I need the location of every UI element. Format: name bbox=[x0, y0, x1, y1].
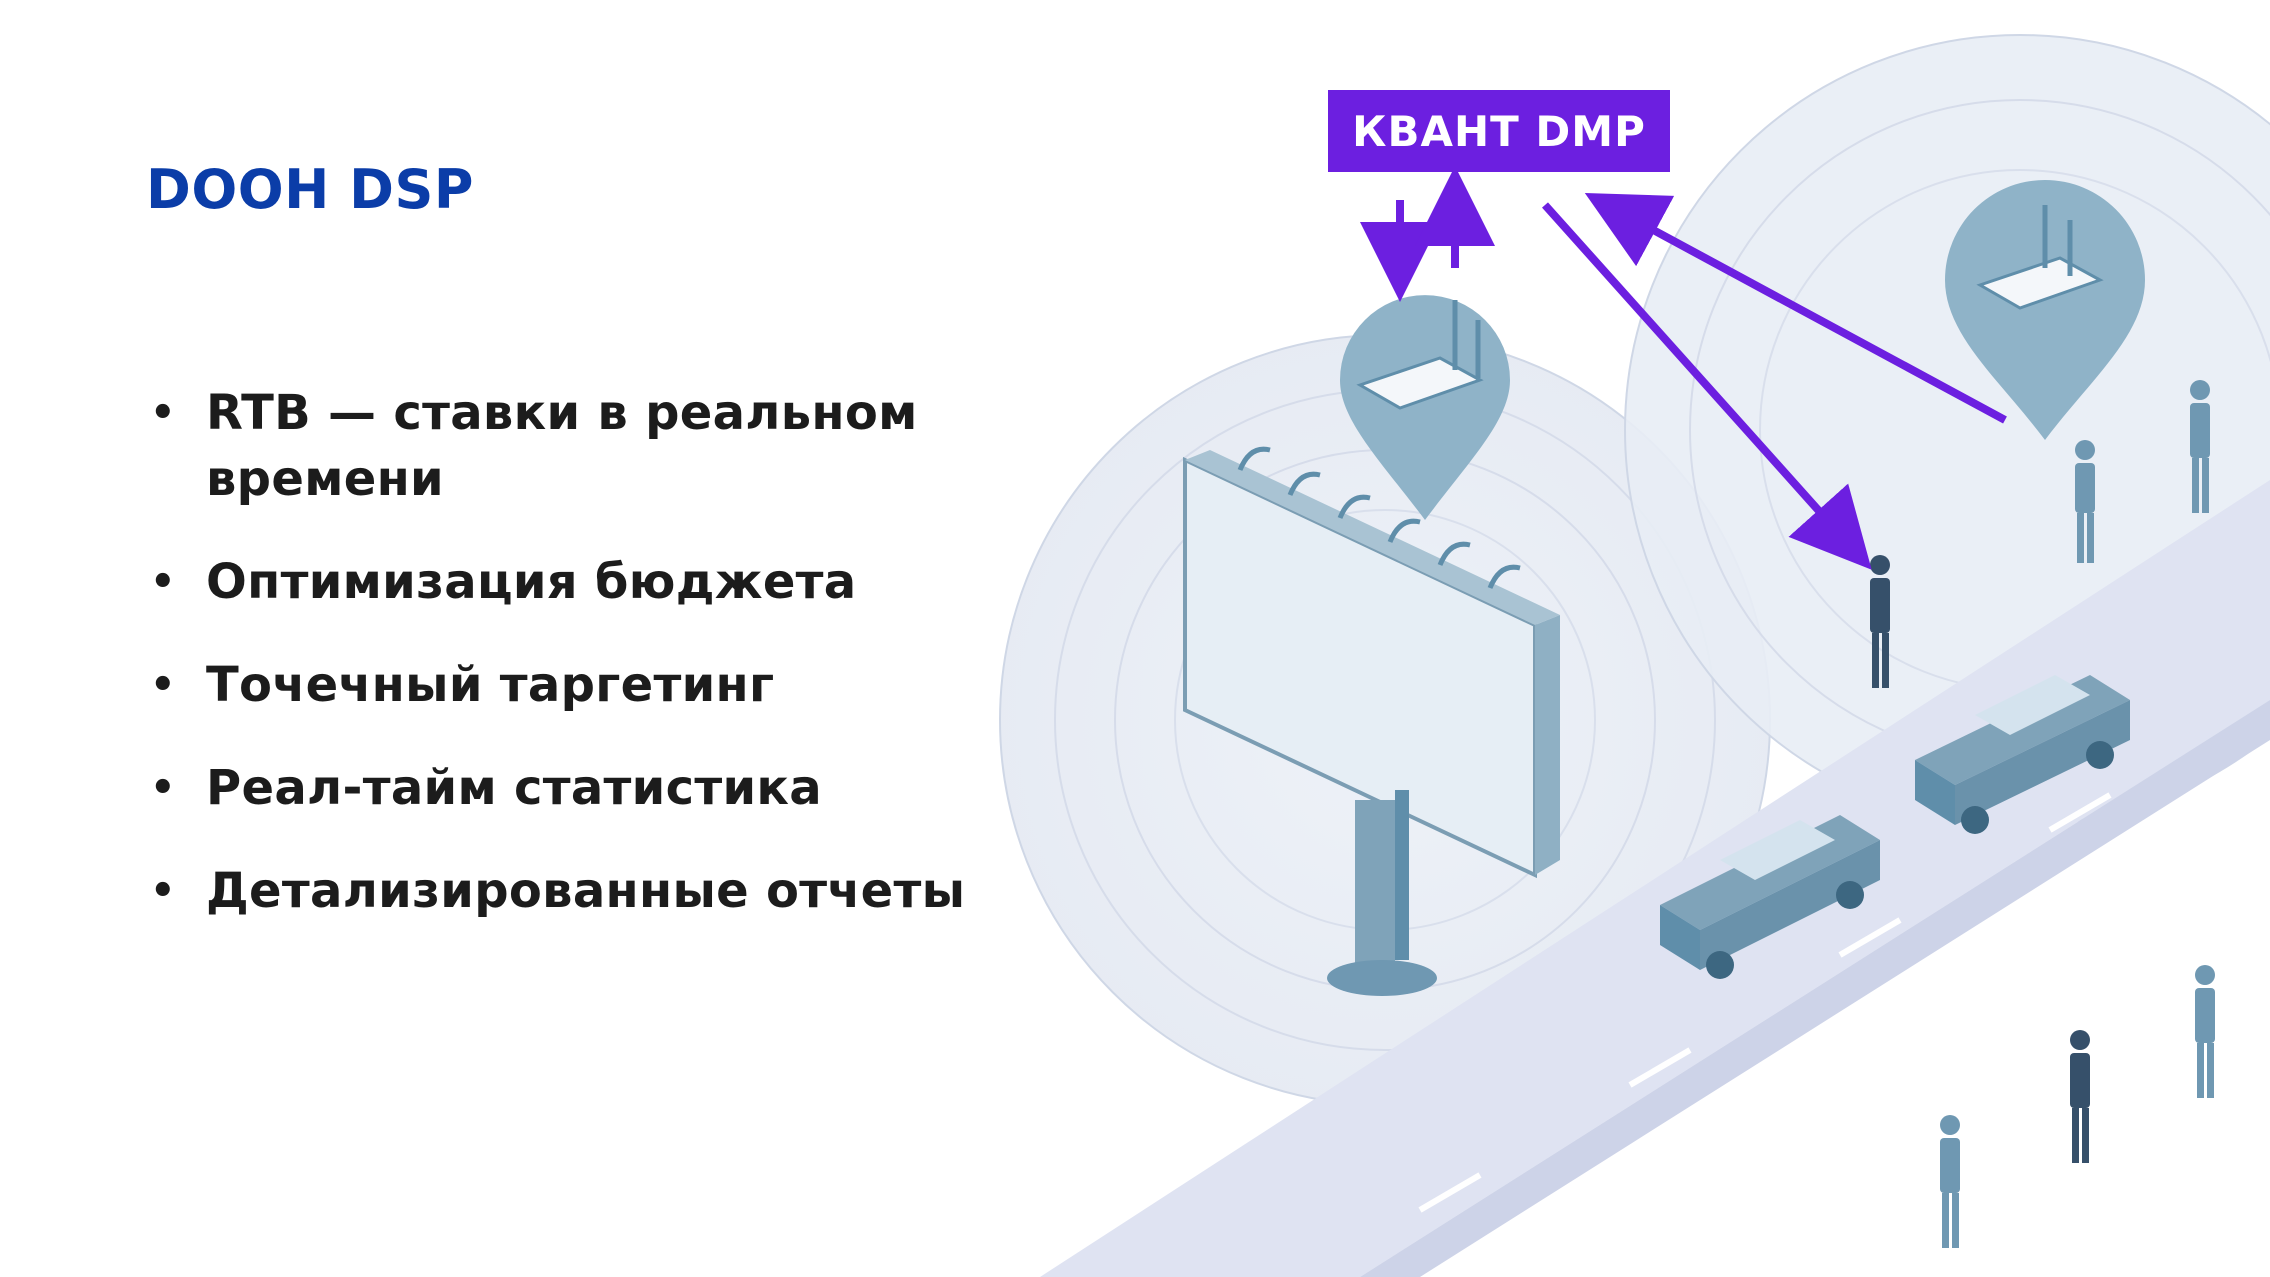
slide-title: DOOH DSP bbox=[146, 158, 474, 221]
feature-item: RTB — ставки в реальном времени bbox=[146, 380, 966, 512]
arrow-icon bbox=[1360, 166, 2007, 570]
person-icon bbox=[2070, 1030, 2090, 1163]
billboard-icon bbox=[1183, 446, 1560, 996]
person-icon bbox=[1870, 555, 1890, 688]
feature-item: Реал-тайм статистика bbox=[146, 755, 966, 821]
feature-item: Точечный таргетинг bbox=[146, 652, 966, 718]
person-icon bbox=[1940, 1115, 1960, 1248]
person-icon bbox=[2195, 965, 2215, 1098]
router-icon bbox=[1945, 180, 2145, 440]
feature-item: Детализированные отчеты bbox=[146, 858, 966, 924]
car-icon bbox=[1660, 815, 1880, 979]
road bbox=[1040, 480, 2270, 1277]
person-icon bbox=[2190, 380, 2210, 513]
feature-item: Оптимизация бюджета bbox=[146, 549, 966, 615]
person-icon bbox=[2075, 440, 2095, 563]
car-icon bbox=[1915, 675, 2130, 834]
router-icon bbox=[1340, 295, 1510, 520]
kvant-dmp-box: КВАНТ DMP bbox=[1328, 90, 1670, 172]
feature-list: RTB — ставки в реальном времени Оптимиза… bbox=[146, 380, 966, 924]
